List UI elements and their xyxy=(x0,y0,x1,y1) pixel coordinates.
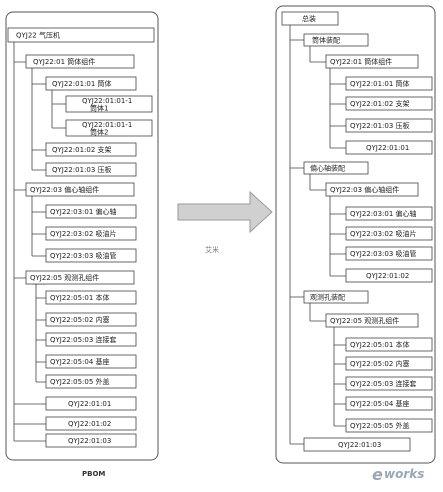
svg-text:QYJ22:03:01 偏心轴: QYJ22:03:01 偏心轴 xyxy=(350,209,417,218)
svg-text:QYJ22:05:01 本体: QYJ22:05:01 本体 xyxy=(350,340,410,349)
svg-text:QYJ22:01:02: QYJ22:01:02 xyxy=(366,272,409,280)
svg-text:筒体2: 筒体2 xyxy=(90,128,108,137)
svg-text:QYJ22:05:04 基座: QYJ22:05:04 基座 xyxy=(350,399,410,408)
mbom-node-s2g: QYJ22:03 偏心轴组件 xyxy=(325,182,419,197)
svg-text:QYJ22:03:01 偏心轴: QYJ22:03:01 偏心轴 xyxy=(50,207,117,216)
svg-text:QYJ22:05:04 基座: QYJ22:05:04 基座 xyxy=(50,357,110,366)
pbom-node-n1c: QYJ22:01:03 压板 xyxy=(45,162,137,177)
svg-text:QYJ22:05:05 外盖: QYJ22:05:05 外盖 xyxy=(50,377,110,386)
svg-text:QYJ22:05:03 连接套: QYJ22:05:03 连接套 xyxy=(50,335,117,344)
pbom-node-n3b: QYJ22:03:02 吸油片 xyxy=(45,226,137,241)
pbom-node-n1a: QYJ22:01:01 筒体 xyxy=(45,76,137,91)
eworks-logo: e works xyxy=(372,465,424,484)
watermark-text: 艾米 xyxy=(205,245,219,254)
mbom-node-s1g: QYJ22:01 筒体组件 xyxy=(325,54,419,69)
svg-text:QYJ22:01:03 压板: QYJ22:01:03 压板 xyxy=(52,165,112,174)
svg-text:QYJ22 气压机: QYJ22 气压机 xyxy=(16,31,60,40)
svg-text:QYJ22:05:01 本体: QYJ22:05:01 本体 xyxy=(50,293,110,302)
mbom-node-s3d: QYJ22:05:04 基座 xyxy=(345,396,433,411)
pbom-node-n5a: QYJ22:05:01 本体 xyxy=(45,290,137,305)
svg-text:QYJ22:03:02 吸油片: QYJ22:03:02 吸油片 xyxy=(50,229,117,238)
mbom-node-s1b: QYJ22:01:02 支架 xyxy=(345,96,433,111)
mbom-node-s2d: QYJ22:01:02 xyxy=(345,268,433,283)
mbom-node-s3: 观测孔装配 xyxy=(303,290,369,304)
svg-text:QYJ22:01:02 支架: QYJ22:01:02 支架 xyxy=(350,99,410,108)
svg-text:QYJ22:01 筒体组件: QYJ22:01 筒体组件 xyxy=(330,57,392,66)
mbom-node-s3b: QYJ22:05:02 内塞 xyxy=(345,356,433,371)
pbom-caption: PBOM xyxy=(82,470,105,478)
mbom-node-s1a: QYJ22:01:01 筒体 xyxy=(345,76,433,91)
pbom-node-n5e: QYJ22:05:05 外盖 xyxy=(45,374,137,389)
mbom-node-s2c: QYJ22:03:03 吸油管 xyxy=(345,246,433,261)
svg-text:QYJ22:01:01-1: QYJ22:01:01-1 xyxy=(82,97,132,105)
pbom-node-n1b: QYJ22:01:02 支架 xyxy=(45,142,137,157)
mbom-node-s1: 筒体装配 xyxy=(303,33,369,47)
svg-text:QYJ22:03 偏心轴组件: QYJ22:03 偏心轴组件 xyxy=(330,185,399,194)
svg-text:QYJ22:05:02 内塞: QYJ22:05:02 内塞 xyxy=(350,359,410,368)
svg-text:QYJ22:03:03 吸油管: QYJ22:03:03 吸油管 xyxy=(350,249,417,258)
pbom-node-n1: QYJ22:01 筒体组件 xyxy=(25,54,135,69)
pbom-node-l3: QYJ22:01:03 xyxy=(45,433,137,448)
svg-text:QYJ22:05 观测孔组件: QYJ22:05 观测孔组件 xyxy=(30,273,99,282)
svg-text:偏心轴装配: 偏心轴装配 xyxy=(310,164,345,173)
svg-text:QYJ22:05 观测孔组件: QYJ22:05 观测孔组件 xyxy=(330,316,399,325)
mbom-node-s1d: QYJ22:01:01 xyxy=(345,140,433,155)
mbom-node-s2b: QYJ22:03:02 吸油片 xyxy=(345,226,433,241)
mbom-node-root: 总装 xyxy=(281,11,339,26)
svg-text:QYJ22:05:05 外盖: QYJ22:05:05 外盖 xyxy=(350,421,410,430)
svg-text:e: e xyxy=(372,465,383,484)
svg-text:QYJ22:01:03: QYJ22:01:03 xyxy=(68,437,111,445)
svg-text:QYJ22:01:03 压板: QYJ22:01:03 压板 xyxy=(350,121,410,130)
mbom-connectors xyxy=(289,25,346,445)
svg-text:QYJ22:03:03 吸油管: QYJ22:03:03 吸油管 xyxy=(50,251,117,260)
pbom-connectors xyxy=(13,42,66,442)
svg-text:QYJ22:01:02: QYJ22:01:02 xyxy=(68,420,111,428)
mbom-node-s2a: QYJ22:03:01 偏心轴 xyxy=(345,206,433,221)
svg-text:总装: 总装 xyxy=(302,14,316,23)
mbom-node-s2: 偏心轴装配 xyxy=(303,161,369,175)
transform-arrow-icon xyxy=(177,190,273,234)
svg-text:QYJ22:01:02 支架: QYJ22:01:02 支架 xyxy=(52,145,112,154)
mbom-node-s3c: QYJ22:05:03 连接套 xyxy=(345,376,433,391)
pbom-node-n3: QYJ22:03 偏心轴组件 xyxy=(25,182,135,197)
mbom-node-s1c: QYJ22:01:03 压板 xyxy=(345,118,433,133)
mbom-node-s3g: QYJ22:05 观测孔组件 xyxy=(325,313,419,328)
pbom-node-root: QYJ22 气压机 xyxy=(7,27,155,43)
mbom-node-s4: QYJ22:01:03 xyxy=(303,437,411,452)
pbom-node-n5b: QYJ22:05:02 内塞 xyxy=(45,312,137,327)
pbom-node-n3c: QYJ22:03:03 吸油管 xyxy=(45,248,137,263)
mbom-node-s3e: QYJ22:05:05 外盖 xyxy=(345,418,433,433)
svg-text:QYJ22:01:01: QYJ22:01:01 xyxy=(68,400,111,408)
pbom-node-n5d: QYJ22:05:04 基座 xyxy=(45,354,137,369)
svg-text:QYJ22:01:01: QYJ22:01:01 xyxy=(366,144,409,152)
svg-text:QYJ22:01 筒体组件: QYJ22:01 筒体组件 xyxy=(33,57,95,66)
pbom-node-l1: QYJ22:01:01 xyxy=(45,396,137,411)
svg-text:QYJ22:03:02 吸油片: QYJ22:03:02 吸油片 xyxy=(350,229,417,238)
svg-text:QYJ22:01:01 筒体: QYJ22:01:01 筒体 xyxy=(350,79,410,88)
svg-text:QYJ22:01:01-1: QYJ22:01:01-1 xyxy=(82,121,132,129)
pbom-node-n5: QYJ22:05 观测孔组件 xyxy=(25,270,135,285)
svg-text:QYJ22:01:03: QYJ22:01:03 xyxy=(338,441,381,449)
svg-text:QYJ22:03 偏心轴组件: QYJ22:03 偏心轴组件 xyxy=(30,185,99,194)
pbom-node-n5c: QYJ22:05:03 连接套 xyxy=(45,332,137,347)
svg-text:观测孔装配: 观测孔装配 xyxy=(310,293,345,302)
svg-text:筒体装配: 筒体装配 xyxy=(312,36,340,45)
svg-text:QYJ22:05:03 连接套: QYJ22:05:03 连接套 xyxy=(350,379,417,388)
svg-text:QYJ22:05:02 内塞: QYJ22:05:02 内塞 xyxy=(50,315,110,324)
mbom-node-s3a: QYJ22:05:01 本体 xyxy=(345,337,433,352)
svg-text:works: works xyxy=(384,467,424,481)
svg-text:筒体1: 筒体1 xyxy=(90,104,108,113)
pbom-node-l2: QYJ22:01:02 xyxy=(45,416,137,431)
pbom-node-n3a: QYJ22:03:01 偏心轴 xyxy=(45,204,137,219)
svg-text:QYJ22:01:01 筒体: QYJ22:01:01 筒体 xyxy=(52,79,112,88)
